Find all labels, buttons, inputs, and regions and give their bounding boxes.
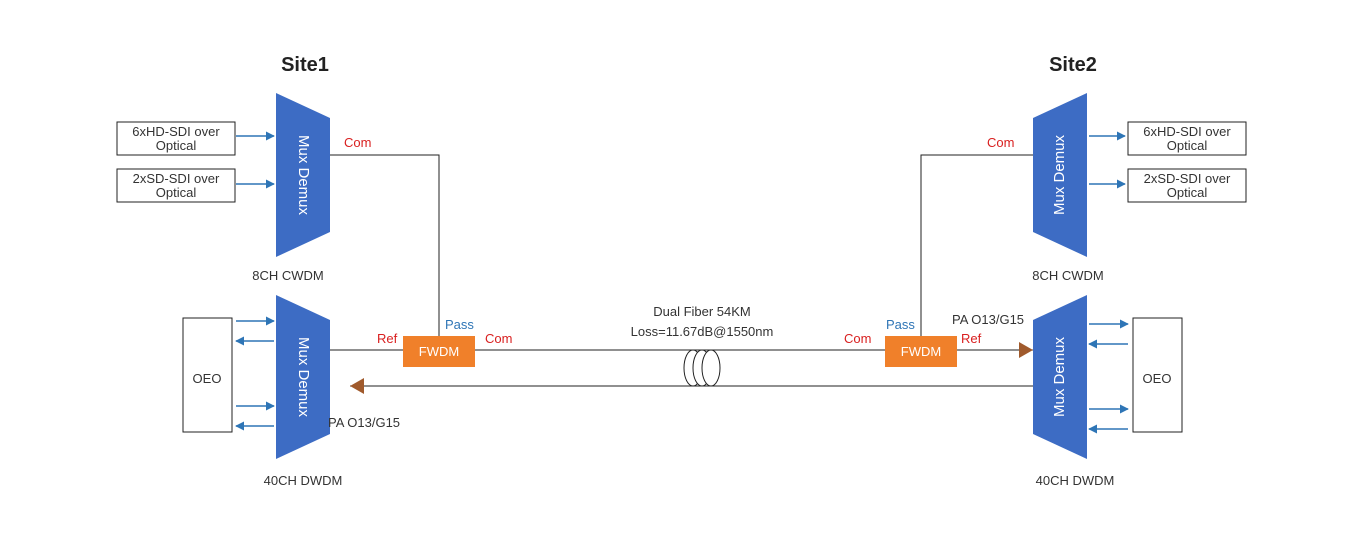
site2-title: Site2	[1049, 54, 1097, 76]
fwdm-right-pass-label: Pass	[886, 317, 915, 332]
site2-pa-label: PA O13/G15	[952, 312, 1024, 327]
fwdm-left-com-label: Com	[485, 331, 512, 346]
site2-dwdm-mux: Mux Demux	[1033, 295, 1087, 459]
site1-sd-sdi-line1: 2xSD-SDI over	[133, 171, 220, 186]
site1-hd-sdi-line2: Optical	[156, 138, 197, 153]
site1-amplifier-icon	[350, 378, 364, 394]
site2-dwdm-label: 40CH DWDM	[1036, 473, 1115, 488]
site1-oeo-label: OEO	[193, 371, 222, 386]
site2-com-line	[920, 154, 1033, 336]
fwdm-left-ref-label: Ref	[377, 331, 398, 346]
site2-cwdm-mux-label: Mux Demux	[1051, 134, 1068, 215]
fwdm-right: FWDM	[885, 336, 957, 367]
site2-dwdm-mux-label: Mux Demux	[1051, 336, 1068, 417]
site2-oeo-box: OEO	[1132, 317, 1183, 433]
site1-oeo-box: OEO	[182, 317, 233, 433]
site1-hd-sdi-line1: 6xHD-SDI over	[132, 124, 220, 139]
site2-hd-sdi-line1: 6xHD-SDI over	[1143, 124, 1231, 139]
site1-sd-sdi-box: 2xSD-SDI over Optical	[116, 168, 236, 203]
fiber-label-2: Loss=11.67dB@1550nm	[631, 324, 774, 339]
fwdm-right-label: FWDM	[901, 344, 941, 359]
site2-sd-sdi-line2: Optical	[1167, 185, 1208, 200]
site2-amplifier-icon	[1019, 342, 1033, 358]
site1-title: Site1	[281, 54, 329, 76]
fwdm-left-label: FWDM	[419, 344, 459, 359]
site2-cwdm-mux: Mux Demux	[1033, 93, 1087, 257]
site1-dwdm-mux: Mux Demux	[276, 295, 330, 459]
site2-sd-sdi-box: 2xSD-SDI over Optical	[1127, 168, 1247, 203]
site1-cwdm-mux-label: Mux Demux	[295, 135, 312, 216]
site1-hd-sdi-box: 6xHD-SDI over Optical	[116, 121, 236, 156]
site1-cwdm-mux: Mux Demux	[276, 93, 330, 257]
site2-sd-sdi-line1: 2xSD-SDI over	[1144, 171, 1231, 186]
site2-cwdm-label: 8CH CWDM	[1032, 268, 1104, 283]
site2-com-label: Com	[987, 135, 1014, 150]
fiber-spool-icon	[683, 349, 721, 387]
site1-cwdm-label: 8CH CWDM	[252, 268, 324, 283]
site1-pa-label: PA O13/G15	[328, 415, 400, 430]
fwdm-right-com-label: Com	[844, 331, 871, 346]
site1-dwdm-label: 40CH DWDM	[264, 473, 343, 488]
site2-hd-sdi-line2: Optical	[1167, 138, 1208, 153]
site1-sd-sdi-line2: Optical	[156, 185, 197, 200]
fwdm-left: FWDM	[403, 336, 475, 367]
site1-com-line	[330, 154, 440, 336]
fiber-label-1: Dual Fiber 54KM	[653, 304, 751, 319]
site1-dwdm-mux-label: Mux Demux	[295, 337, 312, 418]
fwdm-left-pass-label: Pass	[445, 317, 474, 332]
site1-com-label: Com	[344, 135, 371, 150]
site2-hd-sdi-box: 6xHD-SDI over Optical	[1127, 121, 1247, 156]
site2-oeo-label: OEO	[1143, 371, 1172, 386]
fwdm-right-ref-label: Ref	[961, 331, 982, 346]
